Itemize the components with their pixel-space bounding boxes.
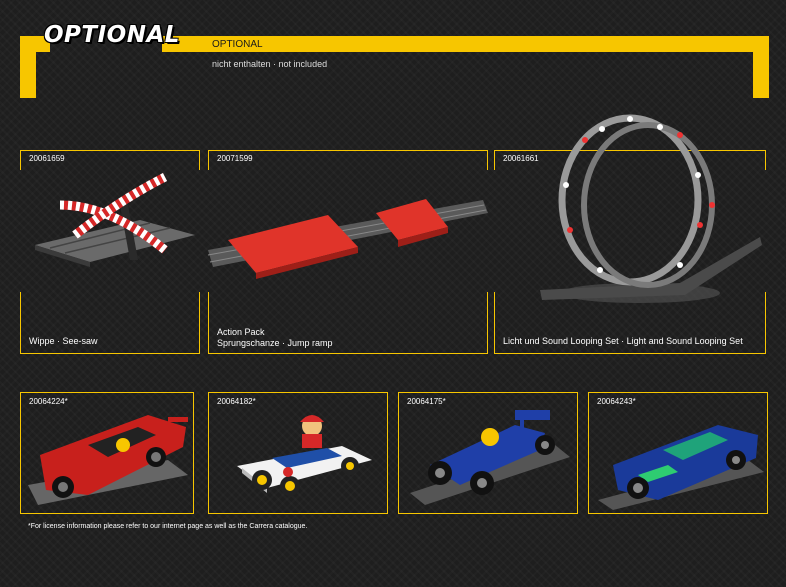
- header-bar-right: [753, 36, 769, 98]
- product-code: 20064182*: [217, 397, 256, 406]
- car-card-2: 20064182*: [208, 392, 388, 514]
- accessory-card-looping: 20061661: [494, 150, 766, 170]
- accessory-label-box-seesaw: Wippe · See-saw: [20, 292, 200, 354]
- accessory-label-line2: Sprungschanze · Jump ramp: [217, 338, 333, 348]
- product-code: 20064243*: [597, 397, 636, 406]
- accessory-label-box-jump-ramp: Action Pack Sprungschanze · Jump ramp: [208, 292, 488, 354]
- car-card-4: 20064243*: [588, 392, 768, 514]
- car-image-blue-formula: [410, 410, 570, 505]
- seesaw-image: [35, 172, 195, 267]
- accessory-card-seesaw: 20061659: [20, 150, 200, 170]
- header-frame: [20, 36, 769, 98]
- header-optional-label: OPTIONAL: [212, 39, 263, 50]
- product-code: 20061659: [29, 154, 65, 163]
- car-image-red: [28, 415, 188, 505]
- car-image-kart: [237, 415, 372, 496]
- product-code: 20064224*: [29, 397, 68, 406]
- product-code: 20064175*: [407, 397, 446, 406]
- header-bar-top: [162, 36, 769, 52]
- product-code: 20071599: [217, 154, 253, 163]
- footnote: *For license information please refer to…: [28, 523, 308, 530]
- looping-image: [540, 114, 762, 303]
- accessory-label: Wippe · See-saw: [29, 336, 98, 346]
- accessory-label: Licht und Sound Looping Set · Light and …: [503, 336, 743, 346]
- header-subtitle: nicht enthalten · not included: [212, 59, 328, 69]
- accessory-label: Action Pack Sprungschanze · Jump ramp: [217, 327, 333, 349]
- accessory-card-jump-ramp: 20071599: [208, 150, 488, 170]
- accessory-label-box-looping: Licht und Sound Looping Set · Light and …: [494, 292, 766, 354]
- page-title: OPTIONAL: [44, 22, 180, 48]
- product-code: 20061661: [503, 154, 539, 163]
- car-image-blue-gt: [598, 425, 764, 510]
- header-bar-left: [20, 36, 36, 98]
- jump-ramp-image: [208, 199, 488, 279]
- car-card-3: 20064175*: [398, 392, 578, 514]
- car-card-1: 20064224*: [20, 392, 194, 514]
- accessory-label-line1: Action Pack: [217, 327, 265, 337]
